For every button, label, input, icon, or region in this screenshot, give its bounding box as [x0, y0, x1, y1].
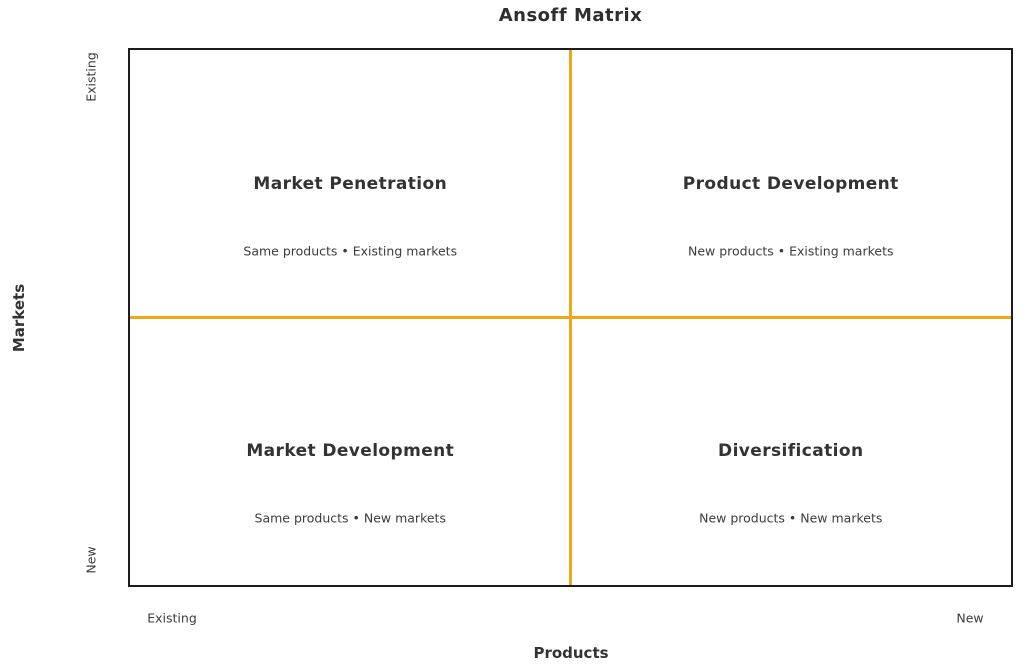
quadrant-title: Product Development — [682, 173, 899, 194]
quadrant-title: Market Penetration — [253, 173, 448, 194]
quadrant-subtitle: Same products • Existing markets — [243, 243, 458, 259]
quadrant-diversification: Diversification New products • New marke… — [571, 318, 1012, 586]
x-tick-existing: Existing — [147, 610, 197, 626]
quadrant-title: Diversification — [718, 441, 864, 462]
quadrant-subtitle: New products • Existing markets — [687, 243, 894, 259]
quadrant-subtitle: Same products • New markets — [254, 510, 446, 526]
x-tick-new: New — [956, 610, 984, 626]
quadrant-market-development: Market Development Same products • New m… — [130, 318, 571, 586]
quadrant-product-development: Product Development New products • Exist… — [571, 50, 1012, 318]
diagram-title: Ansoff Matrix — [498, 5, 643, 26]
quadrant-market-penetration: Market Penetration Same products • Exist… — [130, 50, 571, 318]
x-axis-label: Products — [533, 644, 609, 662]
y-tick-new: New — [83, 546, 99, 574]
matrix-plot-area: Market Penetration Same products • Exist… — [128, 48, 1013, 587]
y-tick-existing: Existing — [83, 52, 99, 102]
quadrant-title: Market Development — [246, 441, 455, 462]
horizontal-divider-line — [130, 316, 1011, 319]
quadrant-subtitle: New products • New markets — [699, 510, 883, 526]
y-axis-label: Markets — [10, 283, 28, 353]
